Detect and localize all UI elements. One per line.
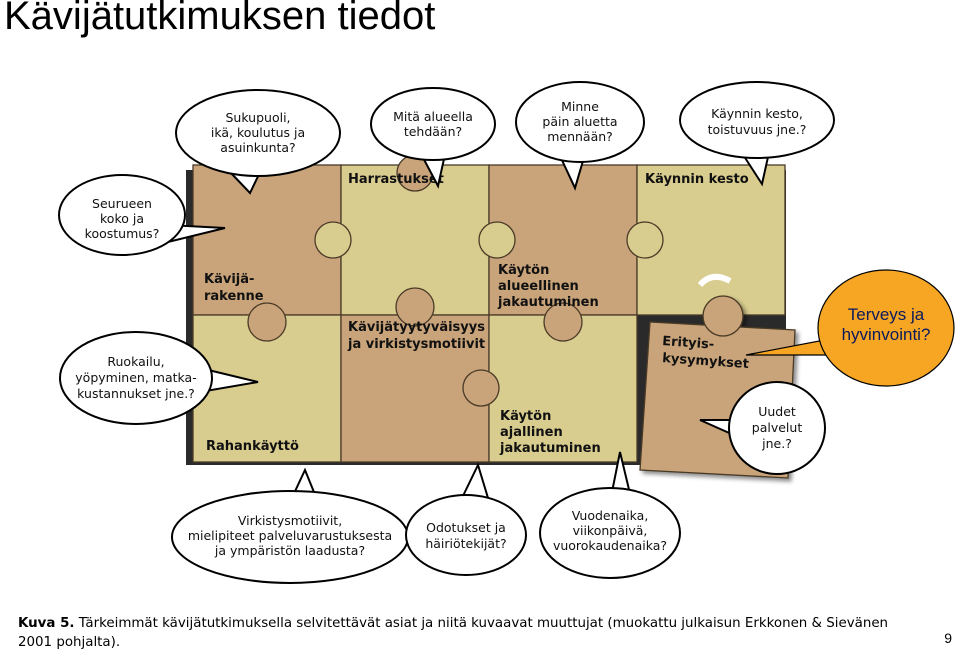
label-erityis-2: kysymykset	[662, 351, 750, 372]
knob	[478, 221, 516, 259]
caption-text: Tärkeimmät kävijätutkimuksella selvitett…	[18, 616, 889, 650]
knob	[395, 287, 435, 327]
bubble-sukupuoli-line-1: Sukupuoli,	[225, 110, 290, 125]
bubble-seurueen-line-3: koostumus?	[85, 226, 160, 241]
bubble-uudet-line-1: Uudet	[758, 404, 796, 419]
knob	[543, 302, 583, 342]
figure-caption: Kuva 5. Tärkeimmät kävijätutkimuksella s…	[18, 614, 898, 652]
bubble-kesto-line-1: Käynnin kesto,	[711, 106, 803, 121]
label-alueellinen-1: Käytön	[498, 263, 549, 278]
bubble-seurueen	[58, 174, 226, 256]
bubble-minne-line-3: mennään?	[547, 129, 613, 144]
label-ajallinen-2: ajallinen	[500, 425, 563, 440]
page-title: Kävijätutkimuksen tiedot	[4, 0, 436, 38]
bubble-kaynnin-kesto	[679, 81, 835, 187]
bubble-sukupuoli-line-3: asuinkunta?	[220, 140, 295, 155]
label-ajallinen-1: Käytön	[500, 409, 551, 424]
socket-gap	[697, 273, 732, 288]
bubble-uudet-line-3: jne.?	[761, 436, 792, 451]
knob	[702, 295, 744, 337]
bubble-vuodenaika-line-1: Vuodenaika,	[572, 508, 649, 523]
bubble-uudet-palvelut	[699, 381, 826, 475]
bubble-sukupuoli-line-2: ikä, koulutus ja	[211, 125, 305, 140]
bubble-virkistysmotiivit	[171, 467, 409, 584]
bubble-mita-line-2: tehdään?	[404, 124, 462, 139]
label-alueellinen-3: jakautuminen	[497, 295, 599, 310]
bubble-odotukset-line-2: häiriötekijät?	[425, 536, 506, 551]
knob	[462, 369, 500, 407]
bubble-vuodenaika	[539, 451, 681, 579]
bubble-ruokailu-line-1: Ruokailu,	[107, 354, 164, 369]
bubble-ruokailu-line-3: kustannukset jne.?	[77, 386, 195, 401]
label-rahankaytto: Rahankäyttö	[206, 439, 299, 454]
bubble-ruokailu-line-2: yöpyminen, matka-	[75, 370, 196, 385]
bubble-mita-line-1: Mitä alueella	[393, 109, 473, 124]
bubble-kesto-line-2: toistuvuus jne.?	[708, 122, 807, 137]
bubble-vuodenaika-line-2: viikonpäivä,	[573, 523, 648, 538]
knob	[626, 221, 664, 259]
label-tyytyvaisyys-2: ja virkistysmotiivit	[347, 337, 485, 352]
caption-label: Kuva 5.	[18, 616, 75, 631]
bubble-virkistys-line-2: mielipiteet palveluvarustuksesta	[188, 528, 392, 543]
bubble-seurueen-line-1: Seurueen	[92, 196, 152, 211]
bubble-mita-alueella	[370, 87, 496, 189]
knob	[247, 302, 287, 342]
label-ajallinen-3: jakautuminen	[499, 441, 601, 456]
bubble-odotukset	[405, 462, 527, 576]
label-kavijarakenne-1: Kävijä-	[204, 272, 254, 287]
label-erityis-1: Erityis-	[662, 334, 715, 353]
bubble-terveys-line-2: hyvinvointi?	[842, 325, 931, 344]
bubble-odotukset-line-1: Odotukset ja	[426, 520, 506, 535]
bubble-sukupuoli	[175, 89, 341, 195]
bubble-virkistys-line-1: Virkistysmotiivit,	[238, 513, 342, 528]
bubble-uudet-line-2: palvelut	[752, 420, 803, 435]
label-alueellinen-2: alueellinen	[498, 279, 579, 294]
label-tyytyvaisyys-1: Kävijätyytyväisyys	[348, 320, 485, 335]
page-number: 9	[944, 630, 952, 646]
bubble-terveys-line-1: Terveys ja	[848, 305, 925, 324]
bubble-minne-line-1: Minne	[561, 99, 599, 114]
knob	[314, 221, 352, 259]
label-kaynnin-kesto: Käynnin kesto	[645, 172, 749, 187]
bubble-virkistys-line-3: ja ympäristön laadusta?	[214, 543, 365, 558]
bubble-minne	[515, 81, 645, 191]
label-kavijarakenne-2: rakenne	[204, 289, 264, 304]
label-harrastukset: Harrastukset	[348, 172, 444, 187]
bubble-minne-line-2: päin aluetta	[542, 114, 617, 129]
bubble-seurueen-line-2: koko ja	[100, 211, 144, 226]
bubble-ruokailu	[59, 331, 259, 425]
bubble-vuodenaika-line-3: vuorokaudenaika?	[553, 538, 667, 553]
bubble-terveys	[745, 269, 955, 387]
